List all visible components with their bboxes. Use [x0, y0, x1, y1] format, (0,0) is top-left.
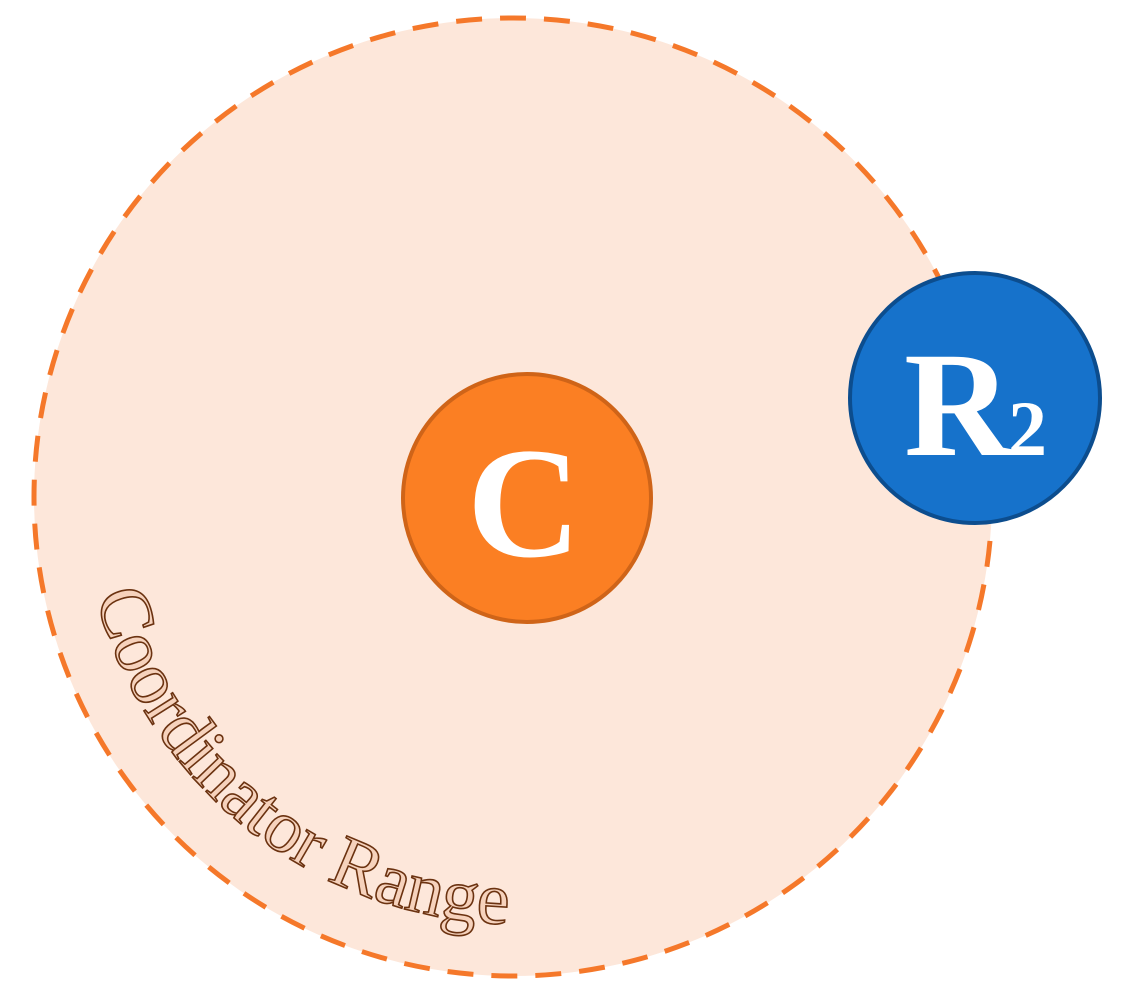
coordinator-node-letter: C — [467, 416, 581, 591]
coordinator-node-circle — [401, 372, 653, 624]
router-node-subscript: 2 — [1008, 385, 1047, 472]
router-node: R 2 — [848, 271, 1102, 525]
router-node-circle — [848, 271, 1102, 525]
router-node-letter: R — [904, 322, 1014, 488]
coordinator-node: C — [401, 372, 653, 624]
